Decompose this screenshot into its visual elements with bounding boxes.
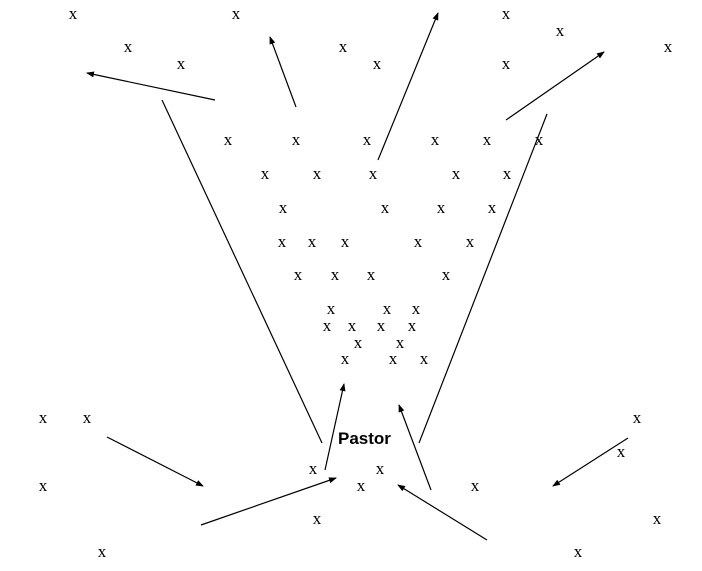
member-mark: x — [653, 509, 662, 528]
member-mark: x — [408, 316, 417, 335]
member-mark: x — [224, 130, 233, 149]
member-mark: x — [357, 476, 366, 495]
member-mark: x — [339, 37, 348, 56]
influence-arrow — [552, 437, 629, 487]
influence-arrow — [398, 404, 432, 491]
member-mark: x — [294, 265, 303, 284]
member-mark: x — [471, 476, 480, 495]
member-mark: x — [309, 459, 318, 478]
member-mark: x — [308, 232, 317, 251]
member-mark: x — [633, 408, 642, 427]
member-mark: x — [363, 130, 372, 149]
member-mark: x — [503, 164, 512, 183]
member-mark: x — [98, 542, 107, 561]
member-mark: x — [323, 316, 332, 335]
member-mark: x — [292, 130, 301, 149]
member-mark: x — [502, 54, 511, 73]
member-mark: x — [420, 349, 429, 368]
member-mark: x — [442, 265, 451, 284]
member-mark: x — [313, 509, 322, 528]
influence-arrow — [397, 484, 488, 541]
member-mark: x — [327, 299, 336, 318]
member-mark: x — [367, 265, 376, 284]
member-mark: x — [488, 198, 497, 217]
member-mark: x — [483, 130, 492, 149]
member-mark: x — [348, 316, 357, 335]
member-mark: x — [331, 265, 340, 284]
member-mark: x — [377, 316, 386, 335]
member-mark: x — [383, 299, 392, 318]
influence-arrow — [377, 12, 439, 161]
member-mark: x — [279, 198, 288, 217]
member-mark: x — [502, 4, 511, 23]
member-mark: x — [354, 333, 363, 352]
influence-arrow — [200, 477, 337, 526]
member-mark: x — [466, 232, 475, 251]
member-mark: x — [381, 198, 390, 217]
member-mark: x — [369, 164, 378, 183]
member-mark: x — [83, 408, 92, 427]
member-mark: x — [177, 54, 186, 73]
pastor-label: Pastor — [338, 429, 391, 448]
member-mark: x — [617, 442, 626, 461]
member-mark: x — [232, 4, 241, 23]
member-mark: x — [431, 130, 440, 149]
funnel-edge-line — [418, 113, 548, 444]
member-mark: x — [452, 164, 461, 183]
member-mark: x — [664, 37, 673, 56]
influence-arrow — [505, 51, 605, 121]
member-mark: x — [39, 408, 48, 427]
member-mark: x — [535, 130, 544, 149]
member-mark: x — [376, 459, 385, 478]
member-mark: x — [574, 542, 583, 561]
member-mark: x — [124, 37, 133, 56]
member-mark: x — [261, 164, 270, 183]
influence-arrow — [86, 71, 216, 101]
member-mark: x — [341, 349, 350, 368]
member-mark: x — [39, 476, 48, 495]
member-mark: x — [389, 349, 398, 368]
member-mark: x — [437, 198, 446, 217]
member-mark: x — [313, 164, 322, 183]
influence-arrow — [324, 383, 346, 471]
member-mark: x — [278, 232, 287, 251]
arrows-group — [86, 12, 629, 541]
member-mark: x — [412, 299, 421, 318]
member-mark: x — [373, 54, 382, 73]
member-mark: x — [414, 232, 423, 251]
influence-arrow — [269, 36, 297, 108]
member-mark: x — [69, 4, 78, 23]
influence-arrow — [106, 436, 204, 487]
member-mark: x — [396, 333, 405, 352]
member-mark: x — [341, 232, 350, 251]
funnel-edge-line — [161, 99, 323, 444]
member-mark: x — [556, 21, 565, 40]
